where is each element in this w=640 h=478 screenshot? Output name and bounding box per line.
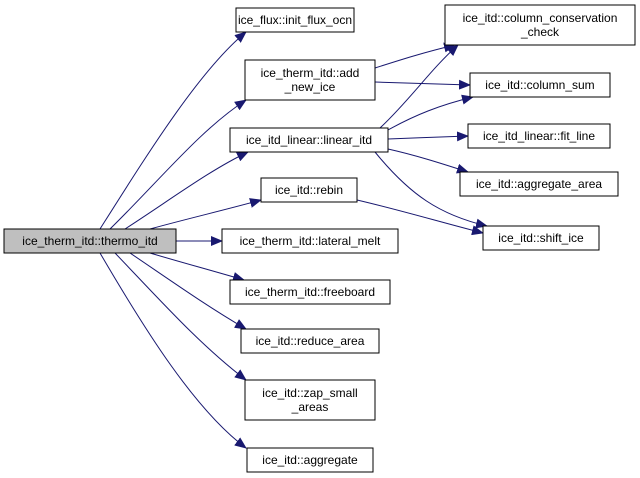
node-label: _check — [520, 25, 560, 39]
node-label: ice_therm_itd::add — [261, 66, 360, 80]
node-box — [229, 127, 389, 153]
node-linear-itd[interactable]: ice_itd_linear::linear_itd — [229, 127, 389, 153]
node-label: ice_therm_itd::freeboard — [245, 285, 375, 299]
node-box — [3, 228, 177, 254]
edge-thermo-itd-to-add-new-ice — [109, 99, 247, 230]
nodes: ice_therm_itd::thermo_itd ice_flux::init_… — [3, 4, 636, 473]
node-box — [221, 228, 399, 254]
node-box — [244, 59, 376, 101]
edge-thermo-itd-to-init-flux-ocn — [99, 31, 247, 230]
node-box — [482, 225, 600, 251]
node-reduce-area[interactable]: ice_itd::reduce_area — [240, 328, 380, 354]
node-box — [235, 7, 355, 33]
node-label: ice_itd::column_sum — [485, 78, 594, 92]
edge-thermo-itd-to-aggregate — [99, 252, 247, 449]
node-box — [260, 177, 358, 203]
edge-linear-itd-to-shift-ice — [374, 151, 488, 229]
edge-add-new-ice-to-column-conservation-check — [374, 42, 456, 69]
node-column-conservation-check[interactable]: ice_itd::column_conservation_check — [444, 4, 636, 46]
edge-add-new-ice-to-column-sum — [374, 79, 471, 90]
node-box — [467, 123, 611, 149]
node-label: ice_therm_itd::lateral_melt — [240, 234, 381, 248]
edge-thermo-itd-to-linear-itd — [124, 151, 249, 230]
node-label: ice_itd::shift_ice — [498, 231, 584, 245]
node-box — [246, 447, 374, 473]
edge-rebin-to-shift-ice — [356, 199, 484, 236]
node-freeboard[interactable]: ice_therm_itd::freeboard — [229, 279, 391, 305]
node-box — [444, 4, 636, 46]
node-label: ice_itd::aggregate — [262, 453, 358, 467]
node-aggregate-area[interactable]: ice_itd::aggregate_area — [459, 171, 619, 197]
edge-thermo-itd-to-rebin — [149, 198, 262, 230]
node-shift-ice[interactable]: ice_itd::shift_ice — [482, 225, 600, 251]
node-aggregate[interactable]: ice_itd::aggregate — [246, 447, 374, 473]
node-add-new-ice[interactable]: ice_therm_itd::add_new_ice — [244, 59, 376, 101]
edge-linear-itd-to-fit-line — [387, 131, 469, 142]
node-label: ice_itd_linear::fit_line — [483, 129, 595, 143]
edges — [99, 31, 488, 449]
node-label: _areas — [291, 400, 329, 414]
node-fit-line[interactable]: ice_itd_linear::fit_line — [467, 123, 611, 149]
node-box — [240, 328, 380, 354]
node-label: ice_itd::aggregate_area — [476, 177, 602, 191]
node-label: ice_therm_itd::thermo_itd — [22, 234, 157, 248]
node-init-flux-ocn[interactable]: ice_flux::init_flux_ocn — [235, 7, 355, 33]
node-label: ice_itd::rebin — [275, 183, 343, 197]
node-box — [459, 171, 619, 197]
node-label: ice_itd_linear::linear_itd — [246, 133, 372, 147]
node-label: ice_itd::reduce_area — [256, 334, 365, 348]
edge-linear-itd-to-column-conservation-check — [379, 44, 459, 129]
node-label: ice_flux::init_flux_ocn — [238, 13, 352, 27]
node-box — [469, 72, 611, 98]
edge-linear-itd-to-aggregate-area — [387, 148, 469, 174]
node-thermo-itd[interactable]: ice_therm_itd::thermo_itd — [3, 228, 177, 254]
node-box — [229, 279, 391, 305]
edge-thermo-itd-to-freeboard — [149, 252, 245, 282]
node-lateral-melt[interactable]: ice_therm_itd::lateral_melt — [221, 228, 399, 254]
node-box — [244, 379, 376, 421]
edge-linear-itd-to-column-sum — [387, 94, 474, 131]
node-column-sum[interactable]: ice_itd::column_sum — [469, 72, 611, 98]
node-zap-small-areas[interactable]: ice_itd::zap_small_areas — [244, 379, 376, 421]
edge-thermo-itd-to-zap-small-areas — [114, 252, 247, 381]
node-rebin[interactable]: ice_itd::rebin — [260, 177, 358, 203]
node-label: _new_ice — [284, 80, 336, 94]
node-label: ice_itd::zap_small — [262, 386, 357, 400]
node-label: ice_itd::column_conservation — [463, 11, 618, 25]
edge-thermo-itd-to-reduce-area — [129, 252, 247, 330]
